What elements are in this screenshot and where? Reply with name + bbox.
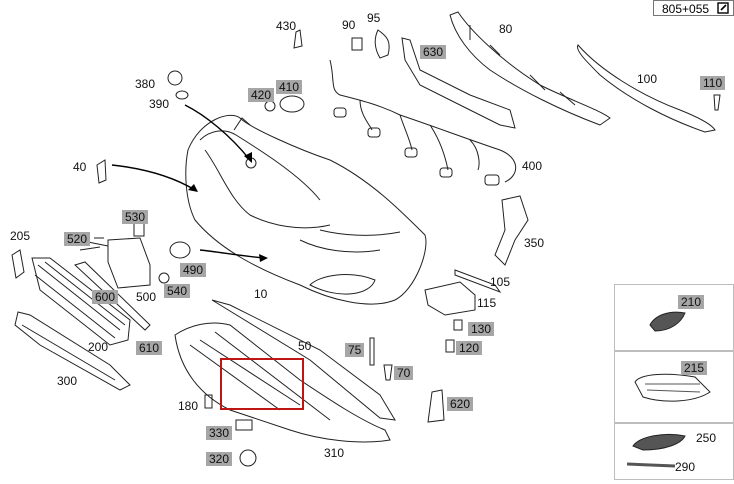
callout-620[interactable]: 620 bbox=[447, 397, 474, 411]
callout-520[interactable]: 520 bbox=[64, 232, 91, 246]
side-panel-210[interactable] bbox=[614, 284, 734, 351]
callout-400[interactable]: 400 bbox=[522, 159, 543, 173]
callout-100[interactable]: 100 bbox=[637, 72, 658, 86]
callout-110[interactable]: 110 bbox=[700, 76, 726, 90]
callout-80[interactable]: 80 bbox=[499, 22, 513, 36]
reference-code-text: 805+055 bbox=[662, 2, 710, 16]
side-panel-250[interactable] bbox=[614, 423, 734, 480]
callout-130[interactable]: 130 bbox=[468, 322, 495, 336]
side-panel-215[interactable] bbox=[614, 351, 734, 423]
callout-350[interactable]: 350 bbox=[524, 236, 545, 250]
callout-40[interactable]: 40 bbox=[73, 160, 87, 174]
callout-630[interactable]: 630 bbox=[420, 45, 447, 59]
reference-code[interactable]: 805+055 bbox=[653, 0, 734, 16]
frame-215-drawing bbox=[634, 373, 711, 402]
bumper-cover bbox=[185, 114, 427, 305]
edit-icon[interactable] bbox=[717, 2, 729, 14]
callout-105[interactable]: 105 bbox=[490, 275, 511, 289]
wiring-harness bbox=[329, 59, 517, 183]
callout-210[interactable]: 210 bbox=[678, 295, 705, 309]
callout-310[interactable]: 310 bbox=[324, 446, 345, 460]
highlight-box bbox=[220, 358, 304, 410]
strip-50 bbox=[211, 299, 396, 421]
insert-250-drawing bbox=[626, 433, 686, 468]
support-80 bbox=[449, 11, 611, 126]
callout-50[interactable]: 50 bbox=[298, 339, 312, 353]
callout-380[interactable]: 380 bbox=[135, 77, 156, 91]
insert-210-drawing bbox=[649, 311, 686, 332]
callout-215[interactable]: 215 bbox=[681, 361, 708, 375]
callout-540[interactable]: 540 bbox=[164, 284, 191, 298]
callout-90[interactable]: 90 bbox=[342, 18, 356, 32]
callout-10[interactable]: 10 bbox=[254, 287, 268, 301]
callout-95[interactable]: 95 bbox=[367, 11, 381, 25]
callout-70[interactable]: 70 bbox=[394, 366, 414, 380]
callout-410[interactable]: 410 bbox=[276, 80, 303, 94]
callout-115[interactable]: 115 bbox=[477, 296, 497, 310]
callout-205[interactable]: 205 bbox=[10, 229, 31, 243]
callout-420[interactable]: 420 bbox=[248, 88, 275, 102]
callout-530[interactable]: 530 bbox=[122, 210, 149, 224]
callout-610[interactable]: 610 bbox=[136, 341, 163, 355]
trim-100 bbox=[576, 44, 716, 133]
callout-290[interactable]: 290 bbox=[675, 460, 696, 474]
callout-490[interactable]: 490 bbox=[180, 263, 207, 277]
undertray bbox=[174, 322, 391, 443]
callout-75[interactable]: 75 bbox=[345, 343, 365, 357]
callout-180[interactable]: 180 bbox=[178, 399, 199, 413]
callout-300[interactable]: 300 bbox=[57, 374, 78, 388]
callout-120[interactable]: 120 bbox=[456, 341, 483, 355]
callout-390[interactable]: 390 bbox=[149, 97, 170, 111]
callout-430[interactable]: 430 bbox=[276, 19, 297, 33]
callout-200[interactable]: 200 bbox=[88, 340, 109, 354]
callout-330[interactable]: 330 bbox=[206, 426, 233, 440]
callout-250[interactable]: 250 bbox=[696, 431, 717, 445]
callout-600[interactable]: 600 bbox=[92, 290, 119, 304]
lower-grille bbox=[31, 257, 131, 346]
callout-500[interactable]: 500 bbox=[136, 290, 157, 304]
callout-320[interactable]: 320 bbox=[206, 452, 233, 466]
lower-lip bbox=[14, 311, 131, 391]
